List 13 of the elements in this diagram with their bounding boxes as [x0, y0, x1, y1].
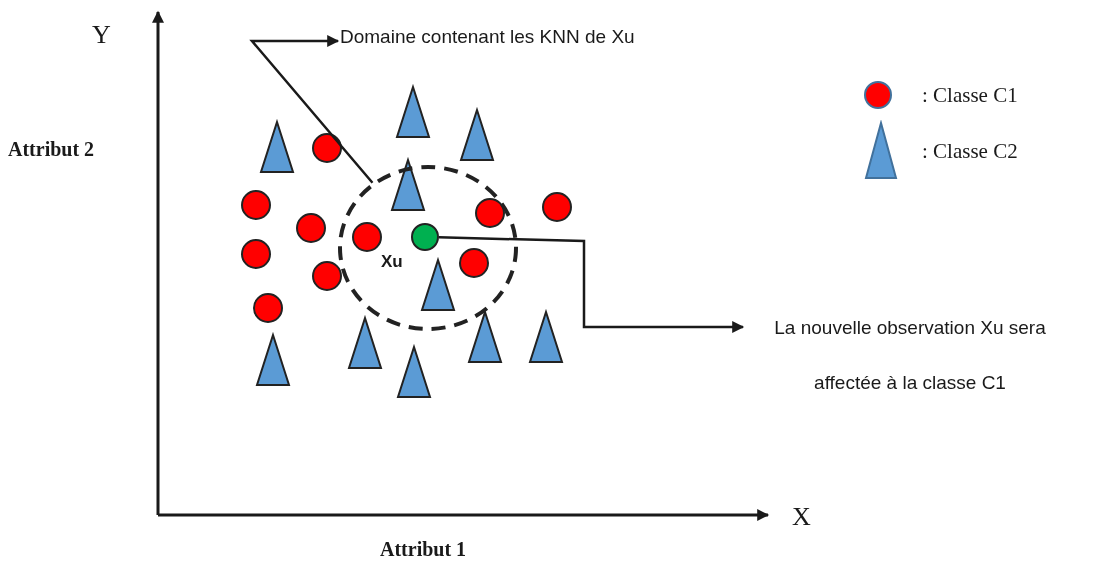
- annotation-text: La nouvelle observation Xu sera affectée à la classe C1: [745, 300, 1075, 410]
- arrow: [249, 35, 374, 184]
- axis-title: Attribut 1: [380, 538, 467, 561]
- annotation-text: Domaine contenant les KNN de Xu: [340, 26, 730, 56]
- axis-letter: X: [792, 502, 811, 532]
- axis-title: Attribut 2: [8, 138, 95, 161]
- neighbourhood-circle: [338, 165, 518, 331]
- point-label: Xu: [381, 252, 403, 272]
- new-point: [411, 223, 439, 251]
- legend-label: : Classe C2: [922, 139, 1018, 164]
- axis-letter: Y: [92, 20, 111, 50]
- legend-label: : Classe C1: [922, 83, 1018, 108]
- arrow: [438, 236, 745, 333]
